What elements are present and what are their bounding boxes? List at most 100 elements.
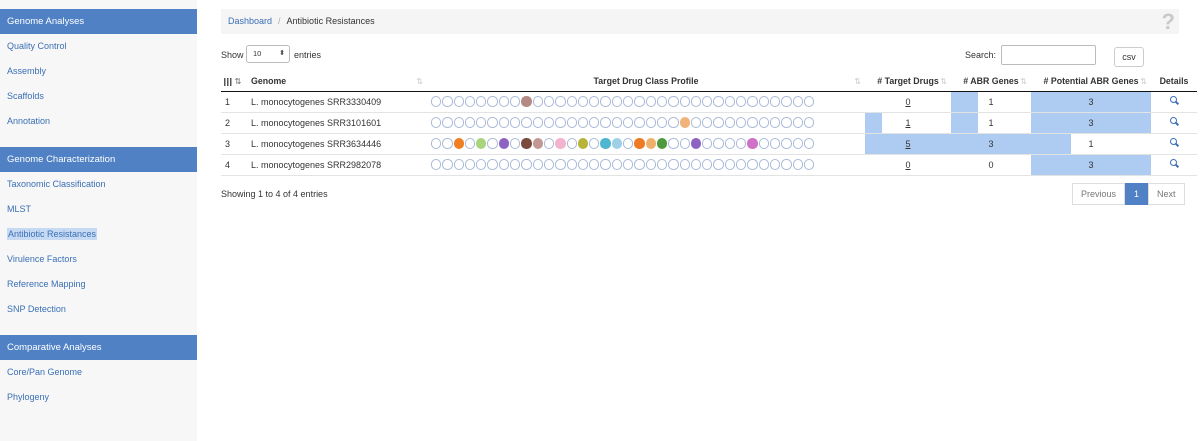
drug-class-dot-empty: [431, 159, 442, 170]
drug-class-dot-empty: [498, 159, 510, 170]
drug-class-dot-empty: [736, 96, 747, 107]
potential-abr-genes-cell: 3: [1031, 91, 1151, 113]
search-icon[interactable]: [1169, 117, 1179, 126]
drug-class-dot-empty: [803, 138, 815, 149]
drug-class-dot-empty: [758, 96, 769, 107]
genome-header[interactable]: Genome⇅: [247, 72, 427, 92]
drug-class-dot-filled: [521, 96, 532, 107]
breadcrumb-separator: /: [278, 16, 281, 26]
search-icon[interactable]: [1169, 159, 1179, 168]
abr-genes-header[interactable]: # ABR Genes⇅: [951, 72, 1031, 92]
drug-class-dot-empty: [476, 96, 487, 107]
sidebar-item-annotation[interactable]: Annotation: [7, 116, 51, 126]
drug-class-dot-empty: [611, 96, 623, 107]
drug-class-profile: [427, 154, 865, 176]
abr-genes-value: 1: [988, 117, 994, 128]
drug-class-dot-empty: [747, 159, 758, 170]
profile-header[interactable]: Target Drug Class Profile⇅: [427, 72, 865, 92]
breadcrumb-dashboard-link[interactable]: Dashboard: [228, 16, 273, 26]
drug-class-dot-empty: [611, 117, 623, 128]
drug-class-dot-empty: [803, 159, 815, 170]
column-toggle-header[interactable]: ⇅: [221, 72, 247, 92]
drug-class-dot-empty: [431, 117, 442, 128]
drug-class-dot-empty: [724, 96, 736, 107]
drug-class-dot-empty: [464, 117, 476, 128]
details-cell: [1151, 133, 1197, 155]
question-mark-icon[interactable]: ?: [1161, 9, 1175, 34]
drug-class-dot-filled: [498, 138, 510, 149]
sort-icon[interactable]: ⇅: [1020, 77, 1027, 86]
abr-genes-cell: 0: [951, 154, 1031, 176]
drug-class-dot-empty: [532, 159, 543, 170]
drug-class-dot-empty: [769, 159, 781, 170]
drug-class-dot-empty: [702, 159, 713, 170]
target-drugs-value[interactable]: 5: [905, 138, 911, 149]
potential-abr-genes-value: 3: [1088, 159, 1094, 170]
target-drugs-cell: 1: [865, 112, 951, 134]
abr-genes-cell: 1: [951, 112, 1031, 134]
search-icon[interactable]: [1169, 96, 1179, 105]
drug-class-dot-empty: [713, 138, 724, 149]
entries-length-select[interactable]: 10 ⬍: [246, 45, 290, 63]
drug-class-dot-empty: [747, 117, 758, 128]
sort-icon[interactable]: ⇅: [416, 77, 423, 86]
sort-icon[interactable]: ⇅: [1140, 77, 1147, 86]
drug-class-dot-empty: [453, 117, 464, 128]
columns-icon[interactable]: [223, 77, 233, 86]
sidebar-item-antibiotic-resistances[interactable]: Antibiotic Resistances: [0, 222, 197, 247]
entries-label: entries: [294, 50, 322, 60]
sidebar-item-reference-mapping[interactable]: Reference Mapping: [7, 279, 86, 289]
drug-class-dot-empty: [690, 96, 702, 107]
drug-class-dot-empty: [476, 117, 487, 128]
drug-class-dot-empty: [702, 138, 713, 149]
sort-icon[interactable]: ⇅: [234, 77, 242, 87]
target-drugs-header-label: # Target Drugs: [877, 76, 939, 87]
search-icon[interactable]: [1169, 138, 1179, 147]
drug-class-dot-empty: [510, 159, 521, 170]
sidebar-item-mlst[interactable]: MLST: [7, 204, 32, 214]
drug-class-profile: [427, 133, 865, 155]
sidebar-header-comparative-analyses: Comparative Analyses: [0, 335, 197, 360]
drug-class-dot-empty: [487, 117, 498, 128]
page-1-button[interactable]: 1: [1125, 183, 1149, 205]
drug-class-dot-empty: [555, 96, 566, 107]
sidebar-item-quality-control[interactable]: Quality Control: [7, 41, 67, 51]
next-page-button[interactable]: Next: [1148, 183, 1185, 205]
potential-abr-genes-bar: [1031, 133, 1071, 154]
csv-export-button[interactable]: csv: [1114, 47, 1144, 67]
drug-class-dot-empty: [442, 117, 453, 128]
drug-class-dot-empty: [792, 117, 803, 128]
target-drugs-header[interactable]: # Target Drugs⇅: [865, 72, 951, 92]
sidebar-item-virulence-factors[interactable]: Virulence Factors: [7, 254, 77, 264]
sidebar-item-taxonomic-classification[interactable]: Taxonomic Classification: [7, 179, 106, 189]
drug-class-dot-empty: [611, 159, 623, 170]
sidebar-item-assembly[interactable]: Assembly: [7, 66, 47, 76]
sidebar-item-scaffolds[interactable]: Scaffolds: [7, 91, 44, 101]
sidebar-item-snp-detection[interactable]: SNP Detection: [7, 304, 66, 314]
potential-abr-genes-bar: [1031, 112, 1151, 133]
drug-class-dot-empty: [510, 96, 521, 107]
target-drugs-value[interactable]: 0: [905, 96, 911, 107]
row-index: 2: [221, 112, 247, 134]
drug-class-dot-empty: [781, 138, 792, 149]
drug-class-dot-empty: [431, 96, 442, 107]
target-drugs-value[interactable]: 1: [905, 117, 911, 128]
drug-class-dot-filled: [634, 138, 645, 149]
sort-icon[interactable]: ⇅: [940, 77, 947, 86]
drug-class-dot-empty: [600, 159, 611, 170]
sidebar-item-core-pan-genome[interactable]: Core/Pan Genome: [7, 367, 83, 377]
potential-abr-genes-header[interactable]: # Potential ABR Genes⇅: [1031, 72, 1151, 92]
sort-icon[interactable]: ⇅: [854, 77, 861, 86]
previous-page-button[interactable]: Previous: [1072, 183, 1126, 205]
potential-abr-genes-cell: 1: [1031, 133, 1151, 155]
drug-class-dot-empty: [600, 96, 611, 107]
search-label: Search:: [965, 50, 997, 60]
drug-class-dot-filled: [532, 138, 543, 149]
entries-length-value: 10: [253, 49, 262, 58]
drug-class-profile: [427, 112, 865, 134]
sidebar-item-phylogeny[interactable]: Phylogeny: [7, 392, 50, 402]
drug-class-dot-filled: [555, 138, 566, 149]
target-drugs-value[interactable]: 0: [905, 159, 911, 170]
search-input[interactable]: [1001, 45, 1096, 65]
